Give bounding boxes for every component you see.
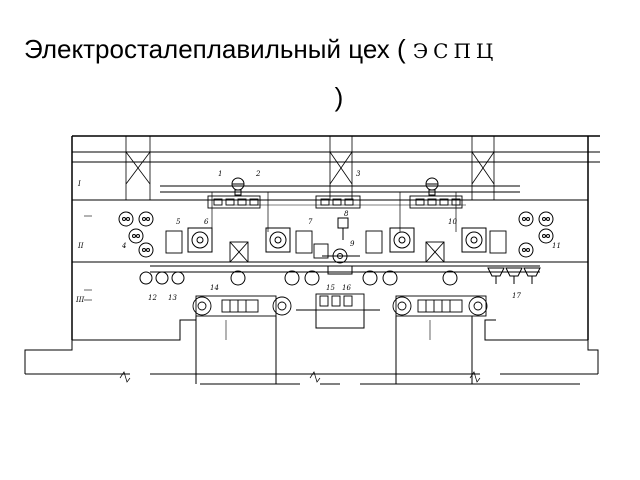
callout-9: 9 <box>350 240 355 248</box>
callout-4: 4 <box>121 242 126 250</box>
bay-label-2: II <box>77 242 84 250</box>
callout-15: 15 <box>326 284 335 292</box>
central-mechanism <box>322 217 360 275</box>
callout-5: 5 <box>176 218 181 226</box>
bay-label-3: III <box>75 296 85 304</box>
callout-8: 8 <box>344 210 349 218</box>
callout-12: 12 <box>148 294 157 302</box>
callout-16: 16 <box>342 284 351 292</box>
title-abbreviation: ЭСПЦ <box>412 39 499 63</box>
building-outline <box>24 135 600 385</box>
ladles-17 <box>487 267 541 284</box>
callout-11: 11 <box>552 242 561 250</box>
callout-2: 2 <box>255 170 261 178</box>
title-paren-open: ( <box>396 34 406 64</box>
crane-columns <box>125 135 495 201</box>
title-main: Электросталеплавильный цех <box>24 34 390 64</box>
transformer-boxes <box>229 241 445 263</box>
slag-pots-left <box>118 211 154 258</box>
callout-6: 6 <box>204 218 209 226</box>
callout-13: 13 <box>168 294 177 302</box>
callout-14: 14 <box>210 284 219 292</box>
callout-17: 17 <box>512 292 521 300</box>
mould-circles <box>139 270 458 286</box>
bay-label-1: I <box>77 180 81 188</box>
control-panels <box>165 230 507 254</box>
ladle-cars <box>207 195 463 209</box>
bay-labels: I II III <box>75 180 85 304</box>
callout-7: 7 <box>308 218 313 226</box>
callout-1: 1 <box>218 170 222 178</box>
hoist-icons <box>231 177 439 196</box>
callout-3: 3 <box>356 170 361 178</box>
casting-lines <box>192 293 488 317</box>
pit-outlines <box>195 309 473 384</box>
slide-title: Электросталеплавильный цех ( ЭСПЦ ) <box>24 26 634 120</box>
furnace-icons <box>187 227 487 253</box>
slag-pots-right <box>518 211 554 258</box>
callout-labels: 1 2 3 4 5 6 7 8 9 10 11 12 13 14 15 16 1… <box>121 170 561 302</box>
callout-10: 10 <box>448 218 457 226</box>
title-paren-close: ) <box>334 82 344 112</box>
